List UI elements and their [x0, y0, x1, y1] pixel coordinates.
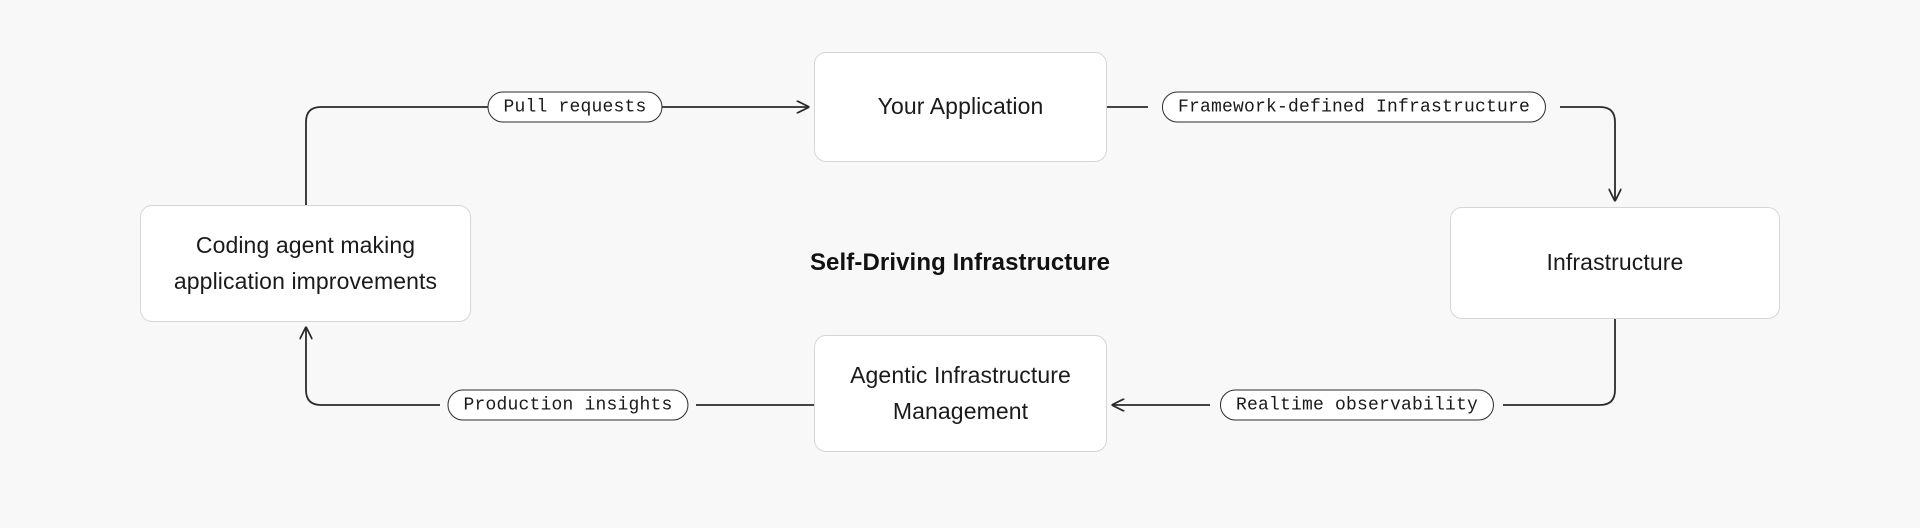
node-infrastructure[interactable]: Infrastructure: [1450, 207, 1780, 319]
diagram-title: Self-Driving Infrastructure: [809, 249, 1111, 276]
edge-label-pull-requests[interactable]: Pull requests: [487, 91, 663, 123]
node-coding-agent-label: Coding agent making application improvem…: [173, 231, 438, 294]
edge-path-realtime-observability-right: [1503, 319, 1616, 406]
edge-label-production-insights[interactable]: Production insights: [447, 389, 689, 421]
edge-path-pull-requests: [305, 106, 488, 205]
node-your-application-label: Your Application: [877, 93, 1044, 120]
node-your-application[interactable]: Your Application: [814, 52, 1107, 162]
edge-path-framework-defined-right: [1560, 106, 1615, 200]
edge-label-realtime-observability[interactable]: Realtime observability: [1219, 389, 1495, 421]
node-agentic-infrastructure-management-label: Agentic Infrastructure Management: [850, 361, 1071, 424]
edge-label-framework-defined-infrastructure[interactable]: Framework-defined Infrastructure: [1161, 91, 1547, 123]
node-infrastructure-label: Infrastructure: [1546, 249, 1684, 276]
node-agentic-infrastructure-management[interactable]: Agentic Infrastructure Management: [814, 335, 1107, 452]
node-coding-agent[interactable]: Coding agent making application improvem…: [140, 205, 471, 322]
edge-path-production-insights-left: [306, 328, 440, 406]
